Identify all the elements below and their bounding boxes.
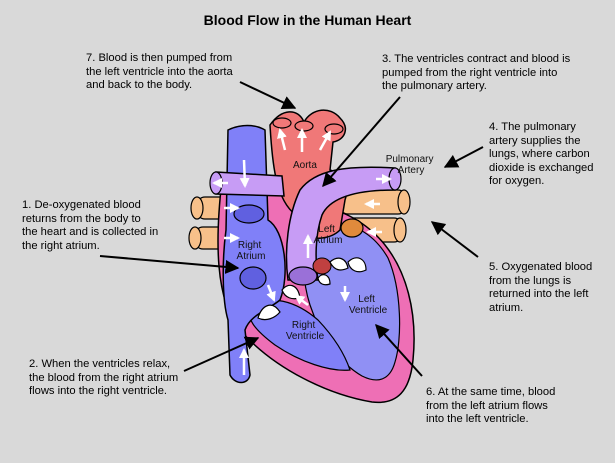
note-step-2: 2. When the ventricles relax,the blood f… <box>29 358 178 399</box>
label-right-atrium: Right Atrium <box>237 240 266 262</box>
label-aorta: Aorta <box>293 160 317 171</box>
left-atrium-opening <box>341 219 363 237</box>
